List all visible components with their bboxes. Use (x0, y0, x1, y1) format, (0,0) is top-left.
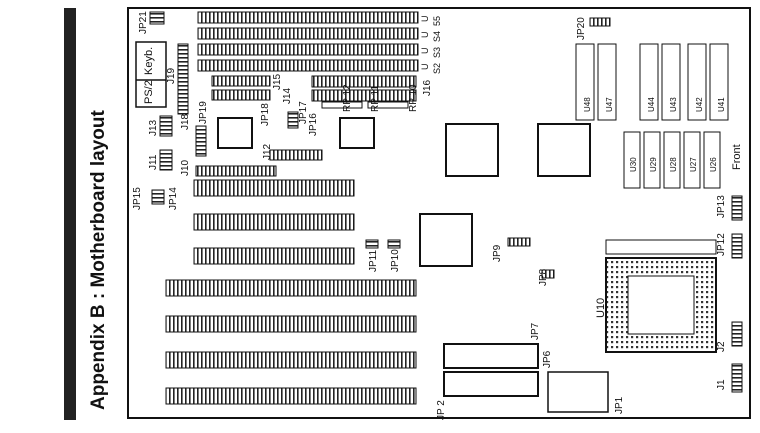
chipset-2 (537, 123, 591, 177)
slot-s4: S4 (432, 31, 442, 42)
u28-label: U28 (669, 157, 678, 172)
j16-label: J16 (422, 79, 433, 96)
ide-connector (195, 165, 277, 177)
rp11-label: RP 11 (370, 85, 381, 112)
chip-b (339, 117, 375, 149)
u47-label: U47 (605, 97, 614, 112)
slot-55: 55 (432, 16, 442, 26)
slot-u-2: U (420, 32, 430, 39)
jp15-label: JP15 (132, 187, 143, 210)
j19-label: J19 (166, 67, 177, 84)
battery-area (547, 371, 609, 413)
memory-chips (575, 43, 729, 121)
u29-label: U29 (649, 157, 658, 172)
jp21-label: JP21 (138, 11, 149, 34)
chipset-3 (419, 213, 473, 267)
slot-u-4: U (420, 64, 430, 71)
jp11-label: JP11 (368, 250, 379, 272)
bios-chip-2 (443, 371, 539, 397)
pci-slots (193, 179, 355, 265)
bios-chip-1 (443, 343, 539, 369)
j13-label: J13 (148, 119, 159, 136)
jp6-label: JP6 (542, 350, 553, 368)
slot-s3: S3 (432, 47, 442, 58)
j14-connector (211, 89, 271, 101)
jp12-label: JP12 (716, 233, 727, 256)
board-outline (127, 7, 751, 419)
u26-label: U26 (709, 157, 718, 172)
port-box (135, 41, 167, 108)
j2-label: J2 (716, 341, 727, 352)
chip-a (217, 117, 253, 149)
front-label: Front (731, 144, 743, 170)
j11-label: J11 (148, 154, 159, 170)
u43-label: U43 (669, 97, 678, 112)
rp12-label: RP 12 (342, 84, 353, 112)
j12-label: J12 (262, 143, 273, 160)
cache-chips (623, 131, 721, 189)
jp19-header (195, 125, 207, 157)
j11-header (159, 149, 173, 171)
jp2-label: JP 2 (436, 400, 447, 420)
u27-label: U27 (689, 157, 698, 172)
jp10-label: JP10 (390, 249, 401, 272)
page-title: Appendix B : Motherboard layout (88, 110, 109, 410)
jp9-label: JP9 (492, 244, 503, 262)
j19-header (177, 43, 189, 115)
jp21-header (149, 11, 165, 25)
chipset-1 (445, 123, 499, 177)
jp17-label: JP17 (298, 101, 309, 124)
j15-connector (211, 75, 271, 87)
j12-connector (269, 149, 323, 161)
j18-label: J18 (180, 113, 191, 130)
u42-label: U42 (695, 97, 704, 112)
slot-u-1: U (420, 16, 430, 23)
keyboard-port-label: Keyb. (143, 47, 155, 75)
top-slots (197, 11, 419, 72)
u44-label: U44 (647, 97, 656, 112)
jp19-label: JP19 (198, 101, 209, 124)
jp14-label: JP14 (168, 187, 179, 210)
j13-header (159, 115, 173, 137)
j15-label: J15 (272, 73, 283, 90)
heading-bar (64, 8, 76, 420)
j14-label: J14 (282, 87, 293, 104)
jp20-label: JP20 (576, 17, 587, 40)
jp7-label: JP7 (530, 322, 541, 340)
j10-label: J10 (180, 159, 191, 176)
u10-label: U10 (595, 298, 607, 318)
jp13-label: JP13 (716, 195, 727, 218)
u41-label: U41 (717, 97, 726, 112)
isa-slots (165, 279, 417, 405)
u30-label: U30 (629, 157, 638, 172)
rp10-label: RP 10 (408, 84, 419, 112)
slot-s2: S2 (432, 63, 442, 74)
jp16-label: JP16 (308, 113, 319, 136)
u48-label: U48 (583, 97, 592, 112)
ps2-port-label: PS/2 (143, 80, 155, 104)
jp1-label: JP1 (614, 396, 625, 414)
j16-connector (311, 75, 417, 88)
jp18-label: JP18 (260, 103, 271, 126)
j1-label: J1 (716, 379, 727, 390)
slot-u-3: U (420, 48, 430, 55)
